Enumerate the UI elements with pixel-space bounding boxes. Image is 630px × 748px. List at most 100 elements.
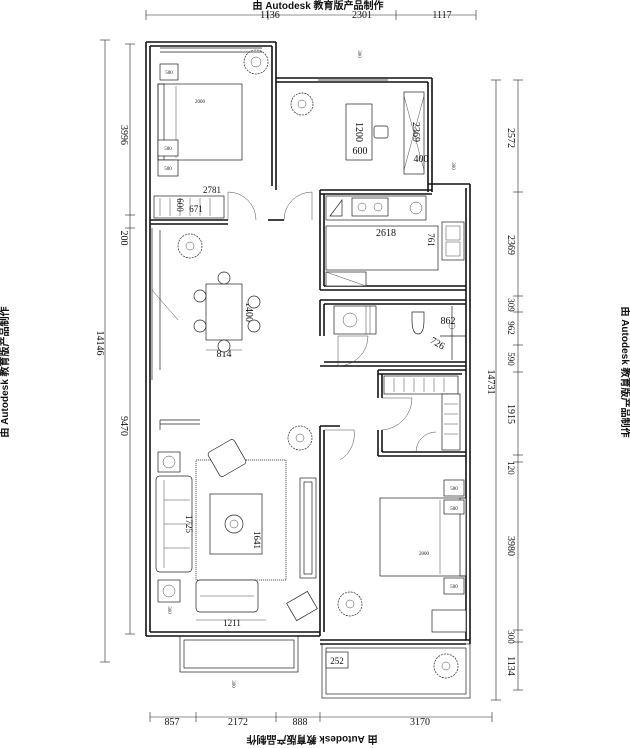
dim-right-2: 2369: [505, 235, 516, 255]
balcony-living: [179, 635, 299, 673]
dim-right-8: 3980: [505, 536, 516, 556]
living-room: 1725 300 1641 1211: [155, 425, 318, 628]
dimension-right: 2572 2369 309 962 590 1915 120 3980 300 …: [485, 79, 523, 701]
closet-rack-top: [383, 375, 459, 395]
nightstand-2a: [443, 479, 465, 497]
dim-top-2: 2301: [352, 10, 372, 21]
dim-bottom-3: 888: [293, 717, 308, 728]
dining-chair: [193, 319, 207, 333]
dim-left-1: 3996: [118, 125, 129, 145]
dining-chair: [247, 319, 261, 333]
dim-right-3: 309: [506, 298, 516, 312]
dining-chair: [247, 295, 261, 309]
nightstand-2c: [443, 577, 465, 595]
dim-left-2: 200: [118, 231, 129, 246]
kitchen-counter-bottom: [325, 225, 439, 271]
tiny-300-a: 300: [356, 50, 361, 58]
dining-table-length: 1400: [243, 302, 254, 322]
plant-bedroom1: [243, 49, 269, 75]
watermark-right: 由 Autodesk 教育版产品制作: [619, 306, 630, 437]
closet-rack-side: [441, 393, 461, 451]
bed1-ns-c: 500: [164, 167, 172, 172]
side-table-bottom: [157, 579, 181, 603]
kitchen-sink: [441, 221, 465, 261]
desk-bedroom2: [431, 609, 467, 633]
dim-right-9: 300: [506, 630, 516, 644]
watermark-bottom: 由 Autodesk 教育版产品制作: [246, 733, 377, 746]
bath-vanity: [333, 305, 377, 335]
lounge-chair: [286, 590, 318, 622]
study-chair: [373, 125, 389, 139]
dim-right-1: 2572: [505, 128, 516, 148]
nightstand-1b: [157, 139, 179, 157]
dining: 1400 814: [151, 233, 261, 360]
dining-table: [205, 283, 243, 341]
plant-bedroom2: [337, 591, 363, 617]
dim-top-3: 1117: [432, 10, 451, 21]
study-desk: [345, 103, 373, 161]
dim-right-11: 14731: [485, 370, 496, 395]
balcony-bedroom: [321, 643, 471, 699]
nightstand-1c: [157, 159, 179, 177]
bedroom-1: 2000 500 500 500 2781 600 671: [153, 49, 269, 219]
bed1-length: 2000: [195, 100, 206, 105]
balcony-cabinet: [325, 651, 349, 669]
kitchen-counter-length: 2618: [376, 228, 396, 239]
plant-balcony: [433, 653, 459, 679]
desk-length: 1200: [353, 122, 364, 142]
dimension-top: 1136 2301 1117: [145, 10, 477, 21]
tiny-300-d: 300: [230, 680, 235, 688]
wardrobe-1: [153, 195, 225, 219]
bath-fixture-b: 726: [428, 335, 446, 352]
balcony-items: 252 300: [230, 651, 459, 688]
study: 1200 600 2369 400 300 300: [290, 50, 455, 175]
dim-bottom-2: 2172: [228, 717, 248, 728]
plant-study: [290, 92, 314, 116]
watermark-left: 由 Autodesk 教育版产品制作: [0, 306, 11, 437]
rug-size: 1641: [252, 531, 262, 549]
coffee-table: [209, 493, 263, 555]
watermark-top: 由 Autodesk 教育版产品制作: [252, 0, 383, 12]
nightstand-2b: [443, 499, 465, 515]
bed1-ns-a: 500: [165, 71, 173, 76]
kitchen-counter-depth: 761: [426, 233, 436, 247]
bed2-ns-c: 500: [450, 585, 458, 590]
dim-right-5: 590: [506, 352, 516, 366]
closet: [383, 375, 461, 451]
kitchen: 2618 761: [325, 195, 465, 287]
toilet: [411, 311, 425, 335]
tv-unit-width: 1211: [223, 618, 241, 628]
wardrobe1-length: 671: [189, 204, 203, 214]
dimension-left: 3996 200 14146 9470: [94, 39, 135, 663]
dim-right-4: 962: [506, 321, 516, 335]
desk-depth: 600: [353, 146, 368, 157]
bed2-ns-a: 500: [450, 487, 458, 492]
bed1-ns-b: 500: [164, 147, 172, 152]
shelf-depth: 400: [414, 154, 429, 165]
tiny-300-b: 300: [450, 162, 455, 170]
dining-chair: [193, 289, 207, 303]
dim-right-6: 1915: [505, 404, 516, 424]
bed2-ns-b: 500: [450, 507, 458, 512]
shelf-length: 2369: [410, 122, 421, 142]
dining-table-width: 814: [217, 349, 232, 360]
stove: [351, 197, 389, 217]
bed2-length: 2000: [419, 552, 430, 557]
wardrobe1-depth: 600: [175, 198, 185, 212]
dining-chair: [217, 339, 231, 353]
wardrobe1-width: 2781: [203, 185, 221, 195]
dim-top-1: 1136: [260, 10, 280, 21]
sofa-length: 1725: [184, 515, 194, 534]
dim-right-10: 1134: [505, 656, 516, 676]
bath-fixture-a: 862: [441, 316, 456, 327]
doors: [227, 191, 437, 461]
dim-bottom-4: 3170: [410, 717, 430, 728]
dim-left-3: 14146: [94, 331, 105, 356]
side-table-top: [157, 451, 181, 473]
tv-cabinet: [299, 477, 317, 579]
plant-dining: [177, 233, 203, 259]
tiny-300-c: 300: [166, 606, 171, 614]
dim-right-7: 120: [506, 461, 516, 475]
dim-bottom-1: 857: [165, 717, 180, 728]
